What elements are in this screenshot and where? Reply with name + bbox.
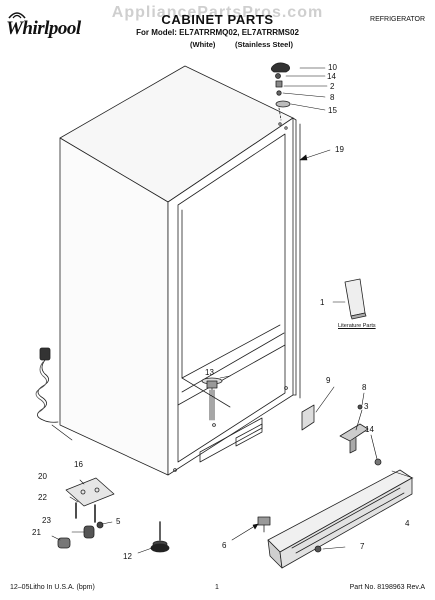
power-cord <box>35 347 59 423</box>
callout-1: 1 <box>320 298 325 307</box>
callout-7: 7 <box>360 542 365 551</box>
callout-21: 21 <box>32 528 41 537</box>
leveling-foot <box>150 521 170 553</box>
variant-white: (White) <box>190 40 216 49</box>
cabinet-body <box>59 65 297 476</box>
callout-16: 16 <box>74 460 83 469</box>
footer-part-number: Part No. 8198963 Rev.A <box>349 584 425 591</box>
callout-19: 19 <box>335 145 344 154</box>
callout-10: 10 <box>328 63 337 72</box>
callout-15: 15 <box>328 106 337 115</box>
callout-22: 22 <box>38 493 47 502</box>
callout-4: 4 <box>405 519 410 528</box>
whirlpool-logo-mark <box>8 12 26 19</box>
callout-2: 2 <box>330 82 335 91</box>
category-label: REFRIGERATOR <box>370 16 425 23</box>
footer-page-number: 1 <box>215 584 219 591</box>
literature-parts-label: Literature Parts <box>338 323 376 329</box>
model-line: For Model: EL7ATRRMQ02, EL7ATRRMS02 <box>136 28 299 37</box>
callout-20: 20 <box>38 472 47 481</box>
hinge-pin <box>257 516 271 533</box>
callout-14-bottom: 14 <box>365 425 374 434</box>
callout-5: 5 <box>116 517 121 526</box>
callout-13: 13 <box>205 368 214 377</box>
brand-logo: Whirlpool <box>6 18 81 39</box>
watermark: AppliancePartsPros.com <box>111 4 324 21</box>
callout-3: 3 <box>364 402 369 411</box>
literature-booklet <box>344 278 367 320</box>
base-grille <box>267 469 413 569</box>
leveler-bracket-assembly <box>57 477 115 549</box>
callout-9: 9 <box>326 376 331 385</box>
callout-8-top: 8 <box>330 93 335 102</box>
drain-trough <box>201 377 223 421</box>
callout-6: 6 <box>222 541 227 550</box>
callout-23: 23 <box>42 516 51 525</box>
callout-14-top: 14 <box>327 72 336 81</box>
variant-stainless: (Stainless Steel) <box>235 40 293 49</box>
bottom-hinge-assembly <box>301 404 382 466</box>
callout-8-bottom: 8 <box>362 383 367 392</box>
footer-litho: 12–05Litho In U.S.A. (bpm) <box>10 584 95 591</box>
grille-screw <box>314 545 322 553</box>
page-title: CABINET PARTS <box>161 12 274 27</box>
top-hinge-assembly <box>270 62 291 121</box>
callout-12: 12 <box>123 552 132 561</box>
